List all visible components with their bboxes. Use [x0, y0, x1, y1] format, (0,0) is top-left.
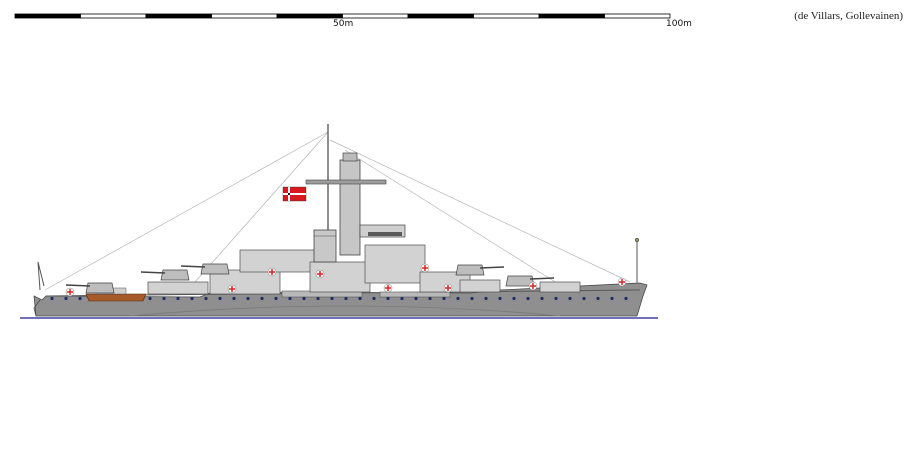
scale-label-50m: 50m — [333, 19, 354, 29]
scale-segment — [538, 13, 605, 19]
scale-segment — [407, 13, 474, 19]
porthole — [456, 296, 460, 301]
porthole — [64, 296, 68, 301]
porthole — [512, 296, 516, 301]
scale-segment — [276, 13, 343, 19]
porthole — [610, 296, 614, 301]
porthole — [302, 296, 306, 301]
porthole — [162, 296, 166, 301]
gun-turret — [180, 263, 230, 275]
recognition-cross — [227, 284, 237, 294]
porthole-row — [50, 296, 628, 301]
mast-icon — [305, 124, 406, 256]
recognition-cross — [65, 287, 75, 297]
porthole — [316, 296, 320, 301]
recognition-cross — [267, 267, 277, 277]
gun-turret — [505, 275, 555, 287]
porthole — [288, 296, 292, 301]
porthole — [78, 296, 82, 301]
porthole — [386, 296, 390, 301]
porthole — [568, 296, 572, 301]
porthole — [582, 296, 586, 301]
porthole — [246, 296, 250, 301]
porthole — [484, 296, 488, 301]
recognition-cross — [315, 269, 325, 279]
superstructure — [147, 244, 581, 295]
porthole — [498, 296, 502, 301]
porthole — [372, 296, 376, 301]
recognition-cross — [617, 277, 627, 287]
gun-turret — [140, 269, 190, 281]
scale-segment — [473, 13, 540, 19]
gun-turret — [455, 264, 505, 276]
porthole — [428, 296, 432, 301]
porthole — [260, 296, 264, 301]
author-credit: (de Villars, Gollevainen) — [794, 10, 903, 22]
porthole — [470, 296, 474, 301]
porthole — [400, 296, 404, 301]
recognition-cross — [420, 263, 430, 273]
porthole — [176, 296, 180, 301]
porthole — [274, 296, 278, 301]
porthole — [204, 296, 208, 301]
porthole — [526, 296, 530, 301]
porthole — [554, 296, 558, 301]
scale-segment — [211, 13, 278, 19]
porthole — [624, 296, 628, 301]
turret-icon — [65, 263, 555, 294]
porthole — [148, 296, 152, 301]
scale-bar-icon — [14, 13, 671, 19]
gun-turret — [65, 282, 115, 294]
porthole — [596, 296, 600, 301]
scale-segment — [80, 13, 147, 19]
porthole — [540, 296, 544, 301]
air-recognition-markings — [65, 263, 627, 297]
flag-icon — [282, 186, 307, 202]
porthole — [50, 296, 54, 301]
porthole — [414, 296, 418, 301]
porthole — [358, 296, 362, 301]
scale-segment — [145, 13, 212, 19]
scale-segment — [604, 13, 671, 19]
porthole — [330, 296, 334, 301]
porthole — [232, 296, 236, 301]
scale-label-100m: 100m — [666, 19, 692, 29]
funnel-icon — [313, 229, 337, 263]
recognition-cross — [443, 283, 453, 293]
scale-segment — [14, 13, 81, 19]
rigging-icon — [44, 131, 631, 291]
recognition-cross — [383, 283, 393, 293]
recognition-cross — [528, 281, 538, 291]
porthole — [442, 296, 446, 301]
porthole — [344, 296, 348, 301]
porthole — [190, 296, 194, 301]
mast-icon — [37, 238, 639, 291]
scale-segment — [342, 13, 409, 19]
porthole — [218, 296, 222, 301]
